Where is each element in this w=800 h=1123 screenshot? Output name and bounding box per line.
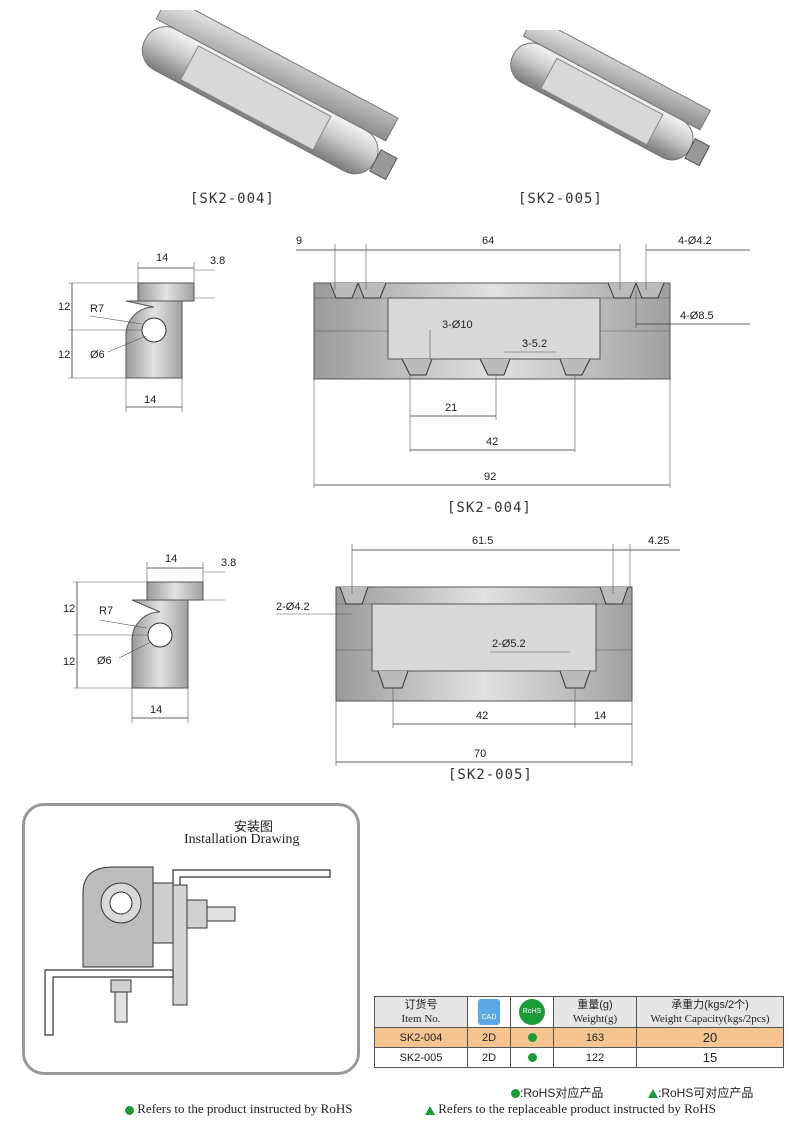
legend-en-1: Refers to the product instructed by RoHS — [125, 1101, 352, 1117]
dim-14-top-005: 14 — [165, 553, 177, 565]
dim-21: 21 — [445, 402, 457, 414]
th-capacity: 承重力(kgs/2个) Weight Capacity(kgs/2pcs) — [636, 996, 784, 1028]
dim-14-bottom: 14 — [144, 394, 156, 406]
installation-title-en: Installation Drawing — [184, 832, 300, 847]
sk2-004-side-view: 14 3.8 12 12 R7 Ø6 14 — [58, 252, 225, 412]
rohs-icon: RoHS — [519, 999, 545, 1025]
sk2-004-front-view: 9 64 4-Ø4.2 4-Ø8.5 3-Ø10 3-5.2 21 42 92 — [296, 235, 750, 488]
dim-9: 9 — [296, 235, 302, 247]
rohs-dot-icon — [511, 1089, 520, 1099]
drawing-caption-004: [SK2-004] — [447, 500, 532, 516]
rohs-dot-icon — [527, 1053, 537, 1063]
photo-sk2-005 — [510, 30, 712, 167]
dim-4-d8-5: 4-Ø8.5 — [680, 310, 714, 322]
rohs-triangle-icon — [648, 1089, 658, 1099]
spec-table: 订货号 Item No. CAD RoHS 重量(g) Weight(g) 承重… — [374, 996, 784, 1068]
label-d6: Ø6 — [90, 349, 105, 361]
dim-14-top: 14 — [156, 252, 168, 264]
label-r7: R7 — [90, 303, 104, 315]
dim-4-d4-2: 4-Ø4.2 — [678, 235, 712, 247]
dim-42-005: 42 — [476, 710, 488, 722]
sk2-005-front-view: 61.5 4.25 2-Ø4.2 2-Ø5.2 42 14 70 — [276, 535, 680, 766]
rohs-dot-icon — [125, 1105, 134, 1115]
dim-3-5-2: 3-5.2 — [522, 338, 547, 350]
dim-70: 70 — [474, 748, 486, 760]
dim-14-bottom-005: 14 — [150, 704, 162, 716]
dim-3-d10: 3-Ø10 — [442, 319, 473, 331]
installation-title-cn: 安装图 — [234, 819, 274, 834]
dim-61-5: 61.5 — [472, 535, 493, 547]
photo-caption-left: [SK2-004] — [190, 191, 275, 207]
dim-3-8: 3.8 — [210, 255, 225, 267]
dim-3-8-005: 3.8 — [221, 557, 236, 569]
dim-12-b: 12 — [58, 349, 70, 361]
dim-4-25: 4.25 — [648, 535, 669, 547]
dim-12-a-005: 12 — [63, 603, 75, 615]
dim-14-005: 14 — [594, 710, 606, 722]
th-rohs: RoHS — [510, 996, 554, 1028]
rohs-triangle-icon — [425, 1105, 435, 1115]
photo-caption-right: [SK2-005] — [518, 191, 603, 207]
drawing-caption-005: [SK2-005] — [448, 767, 533, 783]
label-r7-005: R7 — [99, 605, 113, 617]
rohs-dot-icon — [527, 1033, 537, 1043]
legend-cn-1: :RoHS对应产品 — [511, 1084, 603, 1101]
th-cad: CAD — [467, 996, 511, 1028]
installation-drawing — [44, 866, 331, 1036]
legend-cn-2: :RoHS可对应产品 — [648, 1084, 753, 1101]
dim-64: 64 — [482, 235, 494, 247]
th-item: 订货号 Item No. — [374, 996, 468, 1028]
sk2-005-side-view: 14 3.8 12 12 R7 Ø6 14 — [63, 553, 236, 723]
label-d6-005: Ø6 — [97, 655, 112, 667]
th-weight: 重量(g) Weight(g) — [553, 996, 637, 1028]
dim-12-a: 12 — [58, 301, 70, 313]
legend-en-2: Refers to the replaceable product instru… — [425, 1101, 716, 1117]
dim-42: 42 — [486, 436, 498, 448]
photo-sk2-004 — [141, 10, 399, 181]
dim-92: 92 — [484, 471, 496, 483]
cad-icon: CAD — [478, 999, 500, 1025]
table-row: SK2-005 2D 122 15 — [374, 1047, 784, 1068]
table-row: SK2-004 2D 163 20 — [374, 1027, 784, 1048]
dim-12-b-005: 12 — [63, 656, 75, 668]
dim-2-d5-2: 2-Ø5.2 — [492, 638, 526, 650]
dim-2-d4-2: 2-Ø4.2 — [276, 601, 310, 613]
installation-panel — [22, 803, 360, 1075]
